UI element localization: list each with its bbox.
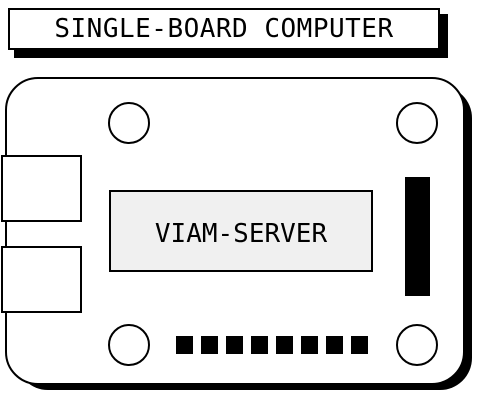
header-pin — [326, 336, 343, 354]
header-pin — [351, 336, 368, 354]
header-pin — [201, 336, 218, 354]
header-pin — [226, 336, 243, 354]
header-pin — [276, 336, 293, 354]
header-pin — [176, 336, 193, 354]
pin-header — [176, 336, 368, 354]
mounting-hole-bottom-left — [108, 324, 150, 366]
mounting-hole-top-right — [396, 102, 438, 144]
vertical-connector — [405, 177, 430, 296]
mounting-hole-top-left — [108, 102, 150, 144]
title-box: SINGLE-BOARD COMPUTER — [8, 8, 440, 50]
header-pin — [301, 336, 318, 354]
port-upper — [1, 155, 82, 222]
chip — [109, 190, 373, 272]
mounting-hole-bottom-right — [396, 324, 438, 366]
chip-label: VIAM-SERVER — [155, 219, 328, 249]
port-lower — [1, 246, 82, 313]
diagram-title: SINGLE-BOARD COMPUTER — [54, 14, 394, 44]
header-pin — [251, 336, 268, 354]
